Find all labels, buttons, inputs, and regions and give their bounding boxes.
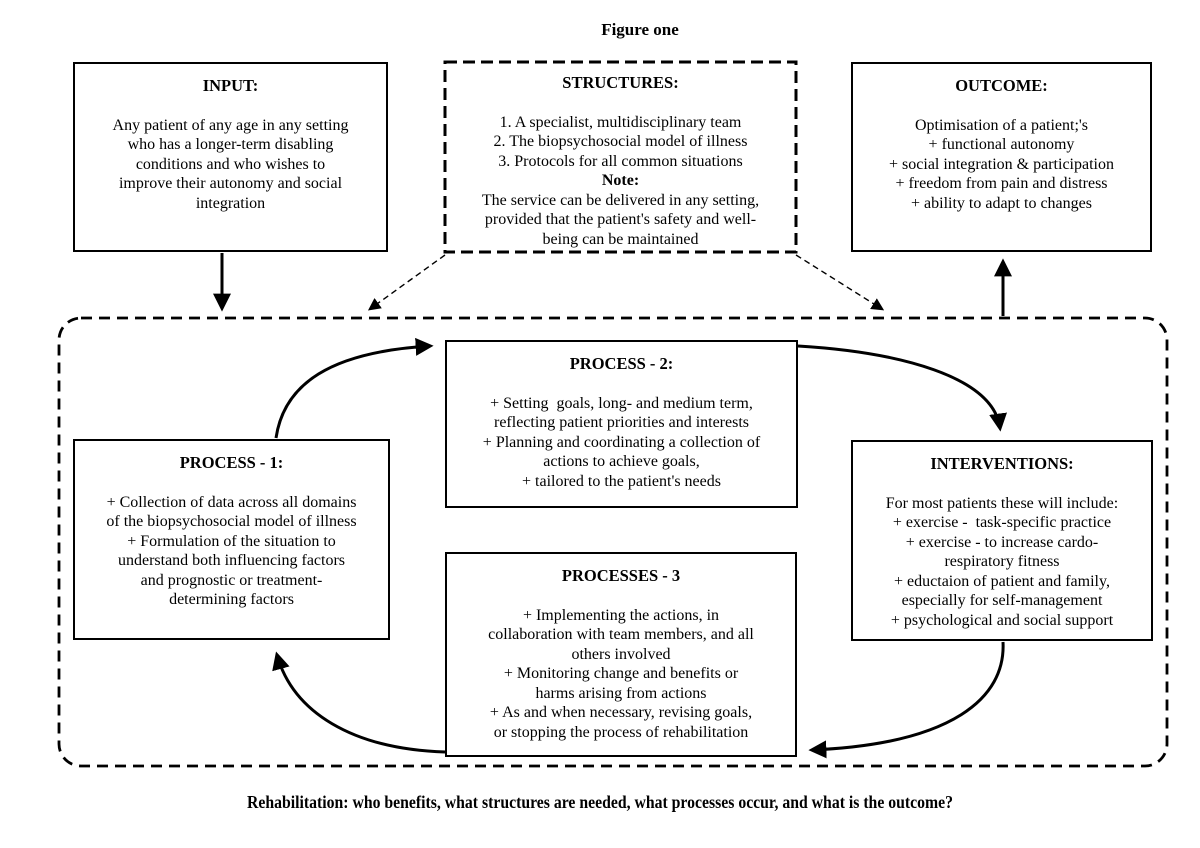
input-box: INPUT: Any patient of any age in any set… (73, 62, 388, 252)
figure-title: Figure one (601, 20, 679, 39)
outcome-box: OUTCOME: Optimisation of a patient;'s + … (851, 62, 1152, 252)
outcome-box-body: Optimisation of a patient;'s + functiona… (889, 116, 1114, 212)
input-box-title: INPUT: (202, 76, 259, 95)
structures-left-dashed-arrow (367, 254, 446, 311)
input-box-body: Any patient of any age in any setting wh… (112, 116, 349, 212)
process3-box: PROCESSES - 3 + Implementing the actions… (445, 552, 797, 757)
outcome-box-title: OUTCOME: (955, 76, 1048, 95)
structures-right-dashed-arrow (795, 254, 885, 311)
structures-box-title: STRUCTURES: (562, 73, 679, 92)
process1-to-process2-arrow (274, 337, 434, 439)
figure-caption: Rehabilitation: who benefits, what struc… (247, 792, 953, 812)
process1-box: PROCESS - 1: + Collection of data across… (73, 439, 390, 640)
process2-box: PROCESS - 2: + Setting goals, long- and … (445, 340, 798, 508)
interventions-box: INTERVENTIONS: For most patients these w… (851, 440, 1153, 641)
process3-box-body: + Implementing the actions, in collabora… (488, 606, 754, 741)
structures-box-items: 1. A specialist, multidisciplinary team … (493, 113, 748, 170)
process1-box-title: PROCESS - 1: (179, 453, 284, 472)
process3-to-process1-arrow (272, 651, 446, 754)
process3-box-title: PROCESSES - 3 (561, 566, 681, 585)
structures-box: STRUCTURES: 1. A specialist, multidiscip… (444, 61, 797, 253)
process2-box-title: PROCESS - 2: (569, 354, 674, 373)
interventions-box-title: INTERVENTIONS: (930, 454, 1074, 473)
process2-to-interventions-arrow (797, 344, 1007, 432)
process2-box-body: + Setting goals, long- and medium term, … (482, 394, 761, 490)
interventions-box-body: For most patients these will include: + … (885, 494, 1119, 629)
process1-box-body: + Collection of data across all domains … (106, 493, 357, 609)
structures-note-text: The service can be delivered in any sett… (481, 191, 760, 248)
structures-note-label: Note: (601, 172, 640, 189)
interventions-to-process3-arrow (808, 641, 1005, 759)
